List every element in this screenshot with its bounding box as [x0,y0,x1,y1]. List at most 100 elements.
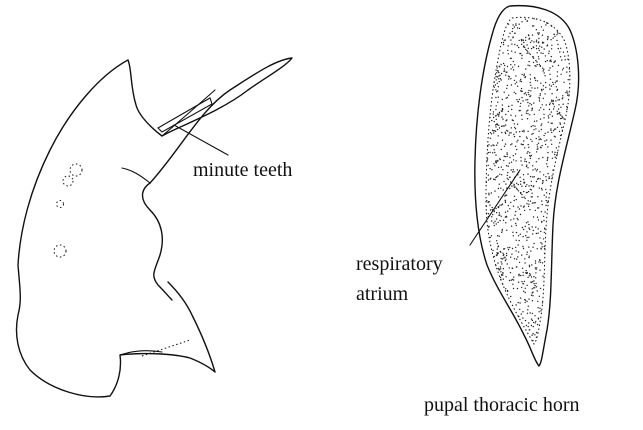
stipple-dot [501,116,502,117]
stipple-dot [567,59,568,60]
stipple-dot [539,64,540,65]
stipple-dot [532,340,533,341]
stipple-dot [552,82,553,83]
stipple-dot [488,152,489,153]
stipple-dot [495,160,496,161]
stipple-dot [532,133,533,134]
stipple-dot [521,194,522,195]
stipple-dot [515,153,516,154]
stipple-dot [507,247,508,248]
stipple-dot [542,53,543,54]
stipple-dot [549,176,550,177]
stipple-dot [527,138,528,139]
stipple-dot [530,78,531,79]
stipple-dot [549,88,550,89]
stipple-dot [545,24,546,25]
stipple-dot [506,216,507,217]
stipple-dot [549,104,550,105]
stipple-dot [554,152,555,153]
stipple-dot [528,237,529,238]
stipple-dot [523,229,524,230]
stipple-dot [531,193,532,194]
stipple-dot [516,232,517,233]
stipple-dot [535,277,536,278]
stipple-dot [531,141,532,142]
stipple-dot [504,146,505,147]
stipple-dot [527,277,528,278]
stipple-dot [510,132,511,133]
stipple-dot [526,20,527,21]
stipple-dot [496,176,497,177]
stipple-dot [527,151,528,152]
stipple-dot [519,240,520,241]
stipple-dot [525,320,526,321]
stipple-dot [490,132,491,133]
stipple-dot [541,200,542,201]
stipple-dot [495,126,496,127]
stipple-dot [563,82,564,83]
stipple-dot [510,272,511,273]
stipple-dot [501,166,502,167]
stipple-dot [515,23,516,24]
stipple-dot [487,158,488,159]
stipple-dot [522,311,523,312]
stipple-dot [503,44,504,45]
stipple-dot [495,97,496,98]
stipple-dot [537,146,538,147]
stipple-dot [551,132,552,133]
stipple-dot [501,149,502,150]
stipple-dot [524,262,525,263]
stipple-dot [495,124,496,125]
stipple-dot [530,250,531,251]
stipple-dot [537,169,538,170]
stipple-dot [525,19,526,20]
stipple-dot [523,131,524,132]
stipple-dot [525,186,526,187]
stipple-dot [520,79,521,80]
stipple-dot [507,175,508,176]
stipple-dot [497,243,498,244]
stipple-dot [524,258,525,259]
stipple-dot [538,34,539,35]
stipple-dot [512,67,513,68]
stipple-dot [531,264,532,265]
stipple-dot [512,31,513,32]
stipple-dot [525,292,526,293]
stipple-dot [497,102,498,103]
stipple-dot [492,207,493,208]
stipple-dot [514,184,515,185]
stipple-dot [542,246,543,247]
stipple-dot [557,31,558,32]
stipple-dot [513,69,514,70]
stipple-dot [503,268,504,269]
stipple-dot [539,95,540,96]
stipple-dot [546,192,547,193]
stipple-dot [493,163,494,164]
stipple-dot [510,202,511,203]
stipple-dot [531,87,532,88]
stipple-dot [527,313,528,314]
stipple-dot [540,262,541,263]
stipple-dot [543,30,544,31]
stipple-dot [503,42,504,43]
stipple-dot [507,85,508,86]
stipple-dot [506,253,507,254]
stipple-dot [539,308,540,309]
stipple-dot [505,132,506,133]
stipple-dot [506,72,507,73]
stipple-dot [487,202,488,203]
stipple-dot [544,75,545,76]
stipple-dot [530,82,531,83]
stipple-dot [490,178,491,179]
stipple-dot [519,274,520,275]
stipple-dot [536,45,537,46]
stipple-dot [542,302,543,303]
stipple-dot [532,108,533,109]
stipple-dot [545,133,546,134]
stipple-dot [495,208,496,209]
stipple-dot [526,222,527,223]
stipple-dot [538,58,539,59]
stipple-dot [557,152,558,153]
stipple-dot [499,158,500,159]
stipple-dot [530,74,531,75]
